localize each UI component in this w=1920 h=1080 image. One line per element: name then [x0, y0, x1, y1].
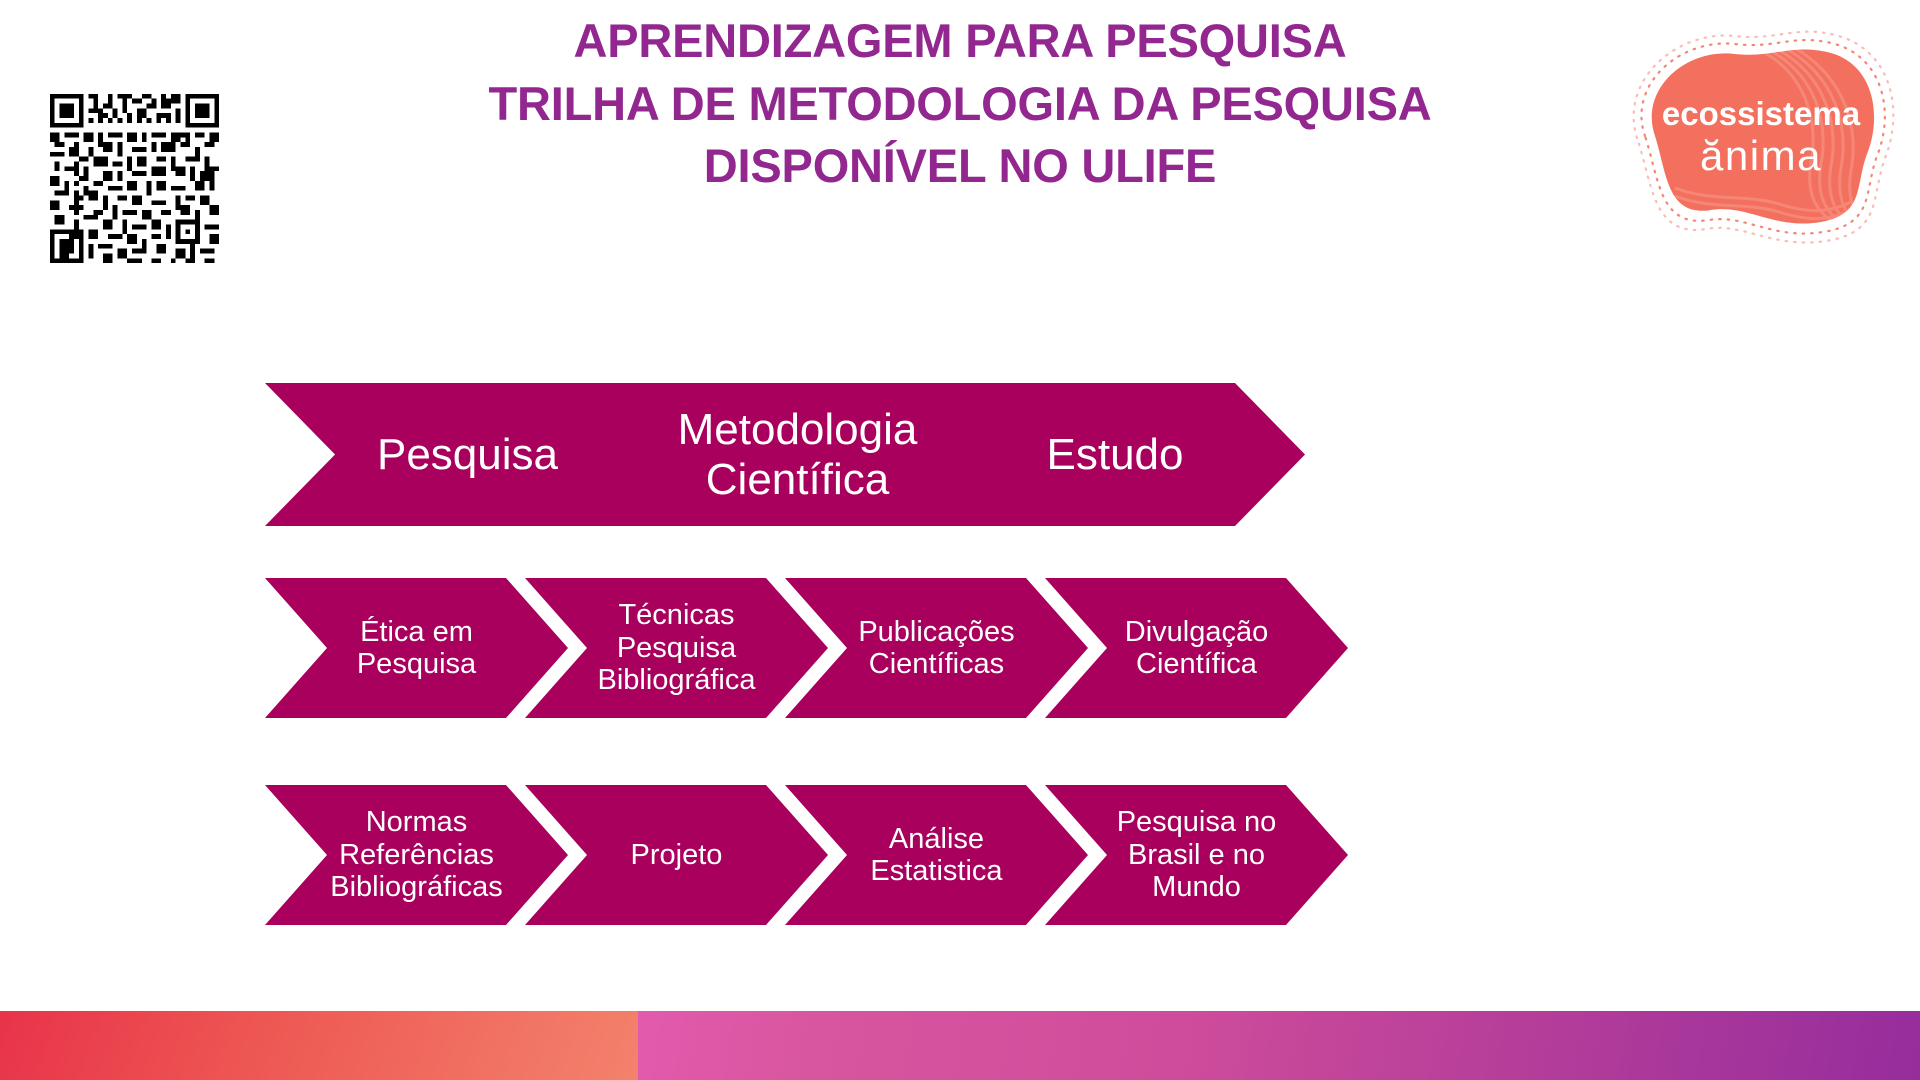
qr-code-icon: [45, 89, 224, 268]
flow-step-label: Pesquisa: [376, 429, 558, 479]
title-line-1: APRENDIZAGEM PARA PESQUISA: [573, 14, 1347, 67]
footer-bar-left-segment: [0, 1011, 638, 1080]
page-title: APRENDIZAGEM PARA PESQUISA TRILHA DE MET…: [330, 10, 1590, 198]
flow-step-label: Publicações Científicas: [858, 615, 1015, 680]
flow-step-label: Estudo: [1046, 429, 1184, 479]
flow-step-label: Análise Estatistica: [870, 822, 1003, 887]
anima-ecosystem-logo: ecossistema ănima: [1615, 18, 1905, 248]
flow-row-1: Pesquisa Metodologia Científica Estudo: [0, 383, 1920, 526]
flow-step-normas-referencias-bibliograficas[interactable]: Normas Referências Bibliográficas: [265, 785, 568, 925]
flow-step-divulgacao-cientifica[interactable]: Divulgação Científica: [1045, 578, 1348, 718]
footer-gradient-bar: [0, 1011, 1920, 1080]
process-flow-diagram: Pesquisa Metodologia Científica Estudo É…: [0, 0, 1920, 1010]
title-line-2: TRILHA DE METODOLOGIA DA PESQUISA: [488, 76, 1432, 130]
flow-step-label: Normas Referências Bibliográficas: [330, 806, 503, 904]
logo-text-ecossistema: ecossistema: [1662, 95, 1861, 132]
flow-step-publicacoes-cientificas[interactable]: Publicações Científicas: [785, 578, 1088, 718]
flow-step-label: Divulgação Científica: [1124, 615, 1269, 680]
qr-code[interactable]: [45, 89, 224, 268]
flow-step-analise-estatistica[interactable]: Análise Estatistica: [785, 785, 1088, 925]
flow-row-3: Normas Referências Bibliográficas Projet…: [0, 785, 1920, 925]
flow-step-pesquisa-no-brasil-e-no-mundo[interactable]: Pesquisa no Brasil e no Mundo: [1045, 785, 1348, 925]
flow-step-label: Técnicas Pesquisa Bibliográfica: [597, 599, 756, 697]
flow-step-label: Ética em Pesquisa: [356, 615, 477, 680]
flow-step-pesquisa[interactable]: Pesquisa: [265, 383, 670, 526]
title-line-3: DISPONÍVEL NO ULIFE: [703, 139, 1217, 192]
anima-logo-icon: ecossistema ănima: [1632, 30, 1895, 244]
flow-step-label: Pesquisa no Brasil e no Mundo: [1116, 806, 1277, 904]
flow-step-label: Metodologia Científica: [677, 405, 918, 504]
flow-step-tecnicas-pesquisa-bibliografica[interactable]: Técnicas Pesquisa Bibliográfica: [525, 578, 828, 718]
footer-bar-right-segment: [638, 1011, 1920, 1080]
flow-row-2: Ética em Pesquisa Técnicas Pesquisa Bibl…: [0, 578, 1920, 718]
flow-step-projeto[interactable]: Projeto: [525, 785, 828, 925]
flow-step-etica-em-pesquisa[interactable]: Ética em Pesquisa: [265, 578, 568, 718]
flow-step-label: Projeto: [630, 838, 723, 871]
logo-text-anima: ănima: [1700, 132, 1822, 179]
